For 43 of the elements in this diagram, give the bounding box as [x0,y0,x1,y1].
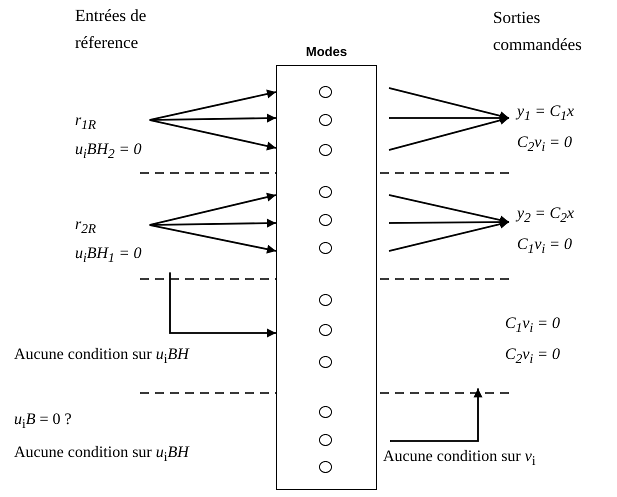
arrow [390,388,482,442]
mode-circle [319,214,332,226]
arrow [149,218,276,228]
arrow [388,87,510,120]
mode-circle [319,461,332,473]
mode-circle [319,434,332,446]
condition-text: Aucune condition sur u$_{i}$BH [14,345,189,368]
equation: u$_{i}$BH$_{2}$ = 0 [75,140,142,164]
equation: r$_{1R}$ [75,111,96,134]
arrow [169,272,276,338]
arrow [149,224,276,254]
arrow [388,194,510,224]
mode-circle [319,406,332,418]
condition-text: u$_{i}$B = 0 ? [14,410,72,434]
column-header: Entrées de réference [75,5,148,54]
arrow [389,114,509,122]
equation: y$_{1}$ = C$_{1}$x [517,102,574,126]
mode-circle [319,186,332,198]
equation: u$_{i}$BH$_{1}$ = 0 [75,244,142,268]
equation: y$_{2}$ = C$_{2}$x [517,204,574,228]
equation: C$_{1}$v$_{i}$ = 0 [505,314,560,338]
mode-circle [319,144,332,156]
arrow [149,119,276,150]
arrow [149,114,276,123]
arrow [149,192,276,226]
equation: C$_{1}$v$_{i}$ = 0 [517,235,572,258]
condition-text: Aucune condition sur u$_{i}$BH [14,443,189,466]
mode-circle [319,356,332,368]
mode-circle [319,324,332,336]
equation: C$_{2}$v$_{i}$ = 0 [505,345,560,368]
note-text: Aucune condition sur v$_{i}$ [383,447,536,472]
arrow [388,116,510,151]
equation: C$_{2}$v$_{i}$ = 0 [517,133,572,156]
arrow [149,90,276,121]
column-header: Sorties commandées [493,7,583,56]
mode-circle [319,114,332,126]
arrow [388,220,510,252]
mode-circle [319,86,332,98]
arrow [389,218,509,227]
equation: r$_{2R}$ [75,215,96,238]
box-heading: Modes [306,44,348,59]
mode-circle [319,294,332,306]
mode-circle [319,242,332,254]
